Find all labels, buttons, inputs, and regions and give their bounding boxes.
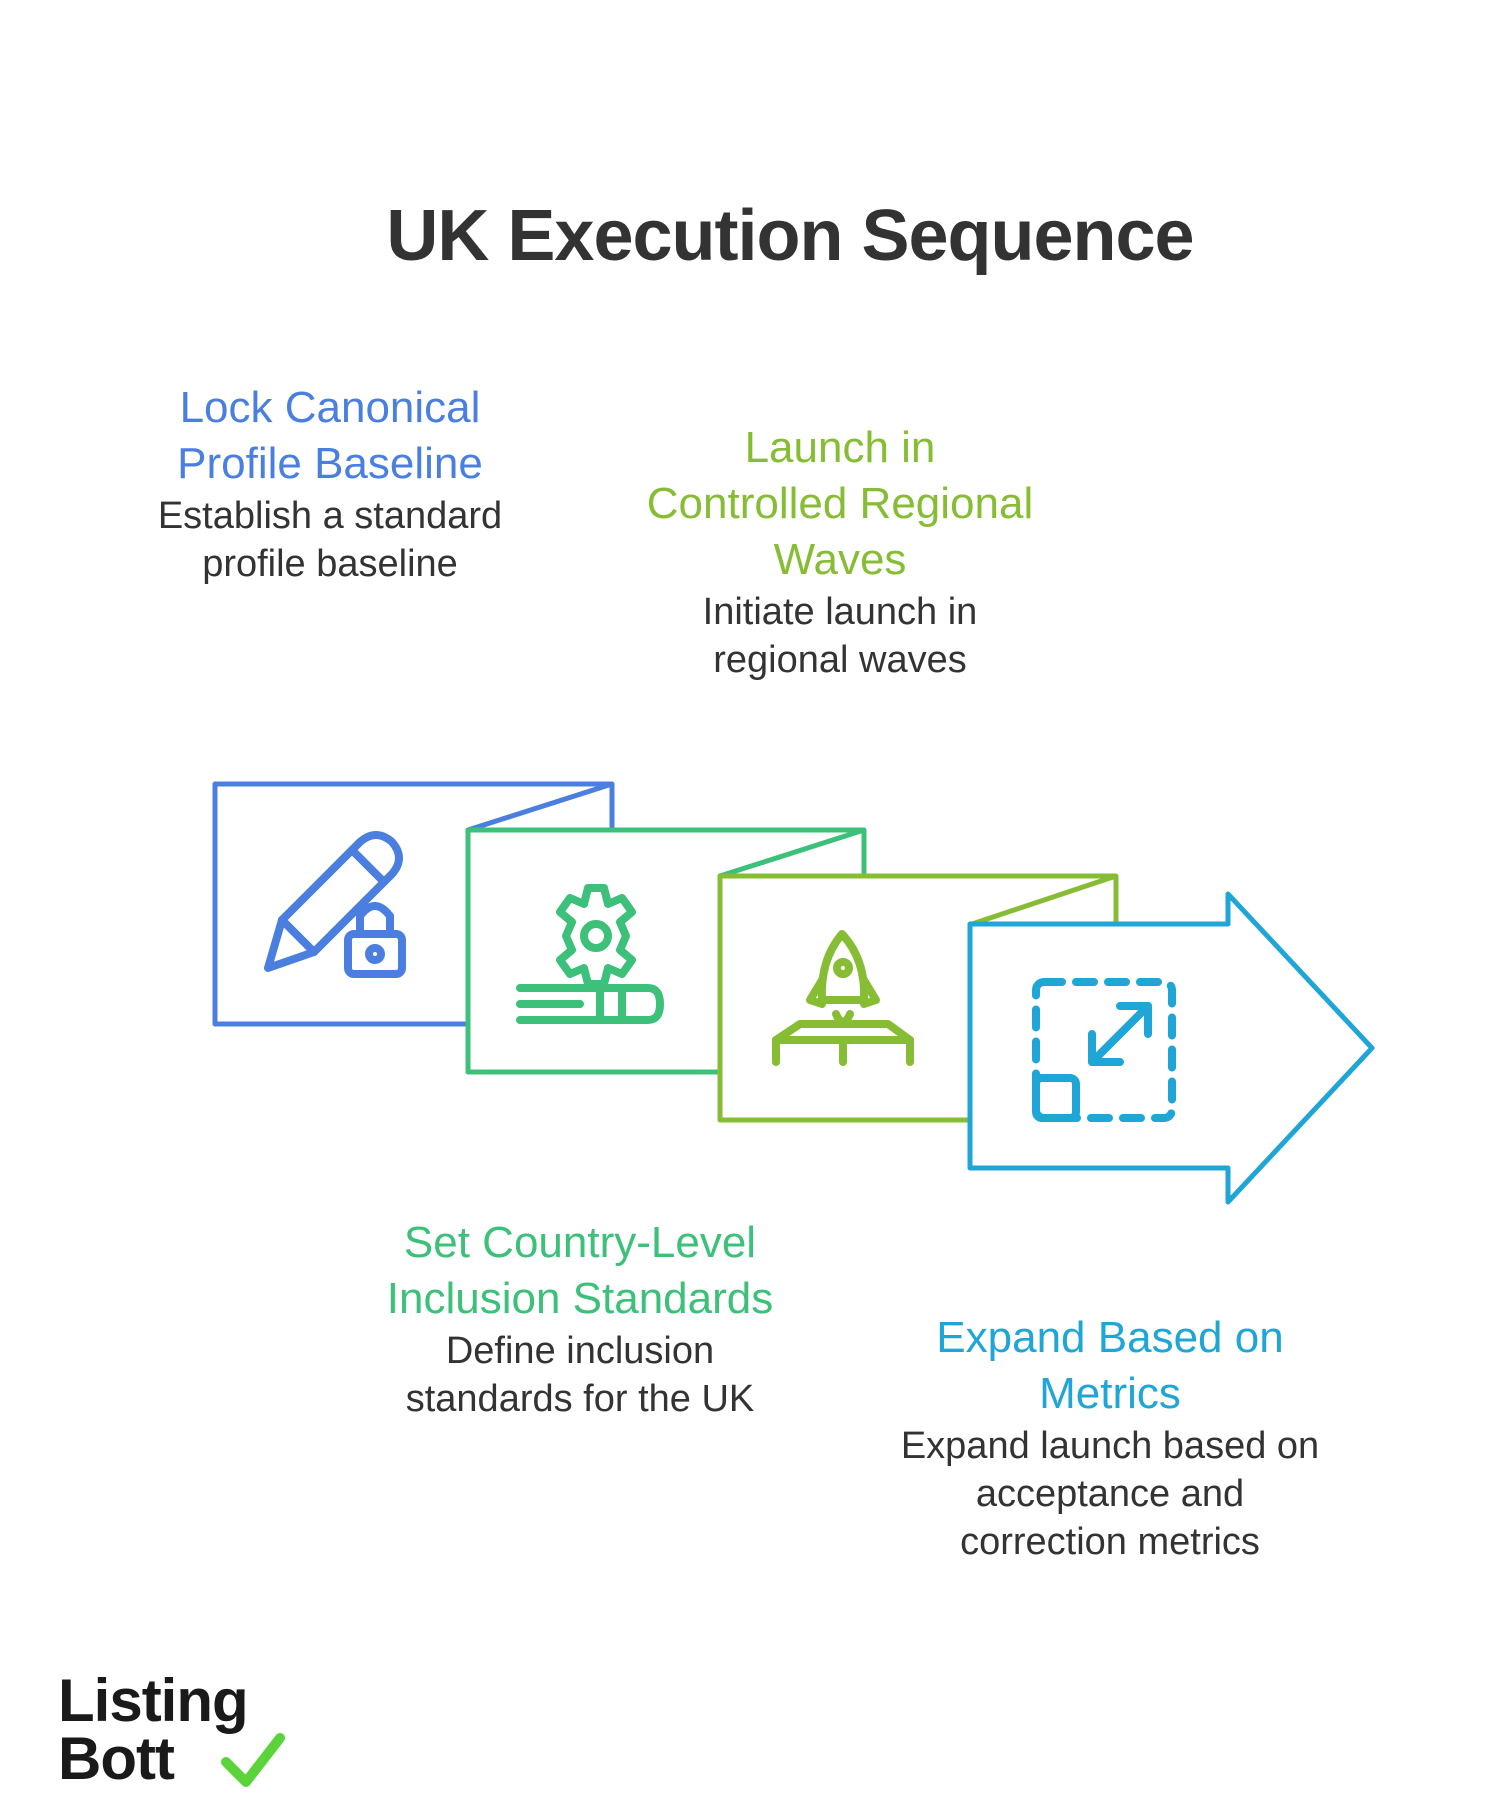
step-lock-baseline: Lock Canonical Profile Baseline Establis… <box>130 380 530 588</box>
step-heading: Lock Canonical Profile Baseline <box>177 383 483 488</box>
step-inclusion-standards: Set Country-Level Inclusion Standards De… <box>380 1215 780 1423</box>
step-heading: Expand Based on Metrics <box>936 1313 1284 1418</box>
step-expand-metrics: Expand Based on Metrics Expand launch ba… <box>900 1310 1320 1566</box>
step-launch-waves: Launch in Controlled Regional Waves Init… <box>640 420 1040 684</box>
step-heading: Launch in Controlled Regional Waves <box>646 423 1034 584</box>
rocket-launch-icon <box>772 930 914 1066</box>
step-description: Establish a standard profile baseline <box>157 495 503 585</box>
logo-line1: Listing <box>58 1667 249 1734</box>
step-description: Define inclusion standards for the UK <box>405 1330 755 1420</box>
logo: Listing Bott <box>58 1667 249 1792</box>
page-title: UK Execution Sequence <box>386 196 1194 276</box>
gear-ruler-icon <box>516 884 664 1024</box>
logo-check-icon <box>221 1733 285 1787</box>
step-heading: Set Country-Level Inclusion Standards <box>386 1218 774 1323</box>
logo-line2: Bott <box>58 1725 175 1792</box>
step-description: Expand launch based on acceptance and co… <box>900 1425 1320 1563</box>
step-description: Initiate launch in regional waves <box>702 591 978 681</box>
pencil-lock-icon <box>264 831 406 978</box>
expand-arrows-icon <box>1032 978 1176 1122</box>
